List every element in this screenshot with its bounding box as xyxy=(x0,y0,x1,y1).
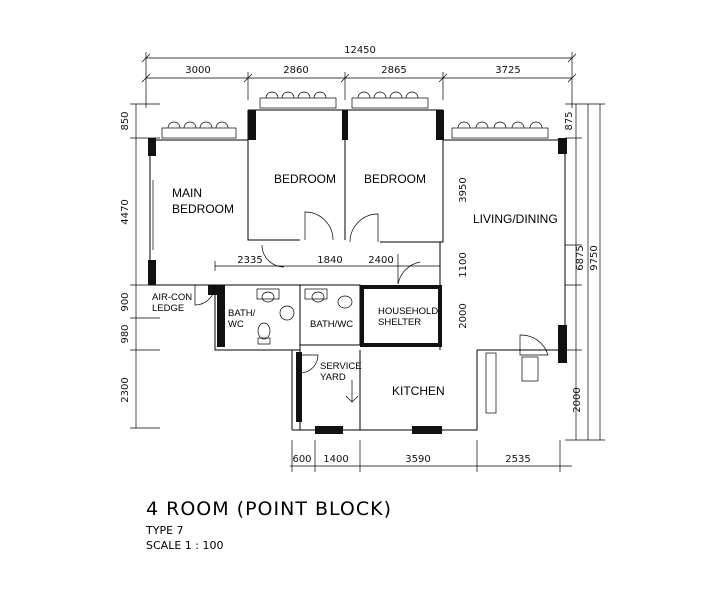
dim-bottom-2: 1400 xyxy=(323,454,348,465)
dim-right-3: 1100 xyxy=(458,252,469,277)
windows xyxy=(152,91,549,250)
dim-right-5: 2000 xyxy=(572,387,583,412)
room-labels: MAIN BEDROOM BEDROOM BEDROOM LIVING/DINI… xyxy=(152,172,558,398)
dim-left-5: 2300 xyxy=(120,377,131,402)
label-aircon-ledge-line1: AIR-CON xyxy=(152,292,192,303)
structural-columns xyxy=(148,110,567,434)
dim-bottom-3: 3590 xyxy=(405,454,430,465)
label-kitchen: KITCHEN xyxy=(392,384,445,398)
label-bath-1-line1: BATH/ xyxy=(228,308,256,319)
dim-overall-width: 12450 xyxy=(344,45,376,56)
doors xyxy=(194,211,549,374)
dim-bottom-1: 600 xyxy=(292,454,311,465)
plan-title: 4 ROOM (POINT BLOCK) xyxy=(146,498,392,520)
label-bath-2: BATH/WC xyxy=(310,319,353,330)
floor-plan: 12450 3000 2860 2865 3725 850 4470 900 9… xyxy=(120,45,605,472)
label-main-bedroom-line2: BEDROOM xyxy=(172,202,234,216)
dim-corridor-2: 1840 xyxy=(317,255,342,266)
walls xyxy=(149,109,566,431)
dim-right-2: 3950 xyxy=(458,177,469,202)
dim-right-1: 875 xyxy=(564,111,575,130)
dim-right-4: 2000 xyxy=(458,303,469,328)
dim-top-2: 2860 xyxy=(283,65,308,76)
dim-corridor-3: 2400 xyxy=(368,255,393,266)
dim-left-1: 850 xyxy=(120,111,131,130)
dim-top-4: 3725 xyxy=(495,65,520,76)
label-bath-1-line2: WC xyxy=(228,319,244,330)
dim-right-span-a: 6875 xyxy=(575,245,586,270)
plan-caption: 4 ROOM (POINT BLOCK) TYPE 7 SCALE 1 : 10… xyxy=(146,498,392,552)
plan-scale: SCALE 1 : 100 xyxy=(146,539,224,552)
dim-top-3: 2865 xyxy=(381,65,406,76)
dim-corridor-1: 2335 xyxy=(237,255,262,266)
right-dimensions xyxy=(565,103,605,441)
label-living-dining: LIVING/DINING xyxy=(473,212,558,226)
dim-left-4: 980 xyxy=(120,324,131,343)
label-main-bedroom-line1: MAIN xyxy=(172,186,202,200)
label-household-shelter-line2: SHELTER xyxy=(378,317,421,328)
label-aircon-ledge-line2: LEDGE xyxy=(152,303,184,314)
dim-right-span-b: 9750 xyxy=(589,245,600,270)
label-service-yard-line1: SERVICE xyxy=(320,361,362,372)
label-bedroom-1: BEDROOM xyxy=(274,172,336,186)
dim-top-1: 3000 xyxy=(185,65,210,76)
label-bedroom-2: BEDROOM xyxy=(364,172,426,186)
dim-left-2: 4470 xyxy=(120,199,131,224)
label-service-yard-line2: YARD xyxy=(320,372,346,383)
top-dimensions xyxy=(141,52,577,108)
plan-type: TYPE 7 xyxy=(146,524,184,537)
fixtures xyxy=(256,288,539,414)
dim-bottom-4: 2535 xyxy=(505,454,530,465)
left-dimensions xyxy=(130,103,160,429)
dim-left-3: 900 xyxy=(120,292,131,311)
bottom-dimensions xyxy=(290,440,572,472)
label-household-shelter-line1: HOUSEHOLD xyxy=(378,306,438,317)
